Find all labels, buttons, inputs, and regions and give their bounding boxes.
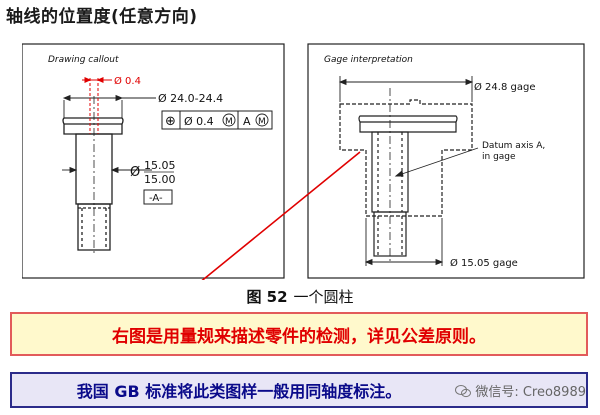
feature-control-frame bbox=[161, 110, 273, 130]
blue-note-text: 我国 GB 标准将此类图样一般用同轴度标注。 bbox=[76, 382, 402, 401]
shaft-dim-upper: 15.05 bbox=[144, 159, 176, 172]
shaft-dimension bbox=[62, 166, 152, 174]
left-panel-heading: Drawing callout bbox=[48, 55, 119, 65]
gage-bottom-label: Ø 15.05 gage bbox=[450, 257, 518, 269]
fcf-mmc-circle-1 bbox=[222, 113, 236, 127]
wechat-icon bbox=[455, 384, 472, 397]
right-panel-frame bbox=[307, 43, 585, 279]
gage-top-label: Ø 24.8 gage bbox=[474, 81, 535, 93]
caption-text: 一个圆柱 bbox=[293, 288, 354, 306]
fcf-mmc-2: M bbox=[258, 117, 266, 127]
gage-bottom-dimension bbox=[364, 218, 444, 266]
head-dimension bbox=[62, 94, 156, 118]
page-title: 轴线的位置度(任意方向) bbox=[6, 7, 198, 27]
tolerance-zone-marker bbox=[82, 77, 112, 134]
head-dim-label: Ø 24.0-24.4 bbox=[158, 92, 223, 105]
watermark: 微信号: Creo8989 bbox=[455, 381, 586, 400]
datum-axis-line1: Datum axis A, bbox=[482, 141, 545, 151]
right-panel-heading: Gage interpretation bbox=[324, 55, 413, 65]
datum-axis-leader bbox=[394, 147, 479, 177]
red-note-text: 右图是用量规来描述零件的检测，详见公差原则。 bbox=[112, 326, 486, 347]
fcf-datum: A bbox=[243, 115, 251, 128]
fcf-tolerance: Ø 0.4 bbox=[184, 115, 214, 128]
figure-52: Drawing callout Gage interpretation Ø 24… bbox=[22, 43, 585, 280]
left-panel-frame bbox=[22, 43, 285, 279]
watermark-text: 微信号: Creo8989 bbox=[475, 385, 586, 400]
shaft-dim-lower: 15.00 bbox=[144, 173, 176, 186]
figure-caption: 图 52 一个圆柱 bbox=[0, 286, 600, 307]
red-leader-line bbox=[201, 151, 361, 280]
fcf-position-symbol: ⊕ bbox=[165, 114, 176, 129]
fcf-mmc-circle-2 bbox=[255, 113, 269, 127]
datum-box bbox=[143, 189, 173, 205]
datum-axis-line2: in gage bbox=[482, 152, 516, 162]
left-part-drawing bbox=[62, 96, 124, 256]
tolerance-zone-label: Ø 0.4 bbox=[114, 75, 141, 87]
red-note-box: 右图是用量规来描述零件的检测，详见公差原则。 bbox=[10, 312, 588, 356]
gage-drawing bbox=[339, 88, 473, 262]
shaft-diameter-symbol: Ø bbox=[130, 165, 140, 180]
gage-top-dimension bbox=[338, 76, 474, 102]
datum-label: -A- bbox=[149, 193, 163, 204]
caption-fig-number: 图 52 bbox=[246, 288, 288, 306]
blue-note-box: 我国 GB 标准将此类图样一般用同轴度标注。 bbox=[10, 372, 588, 408]
fcf-mmc-1: M bbox=[225, 117, 233, 127]
